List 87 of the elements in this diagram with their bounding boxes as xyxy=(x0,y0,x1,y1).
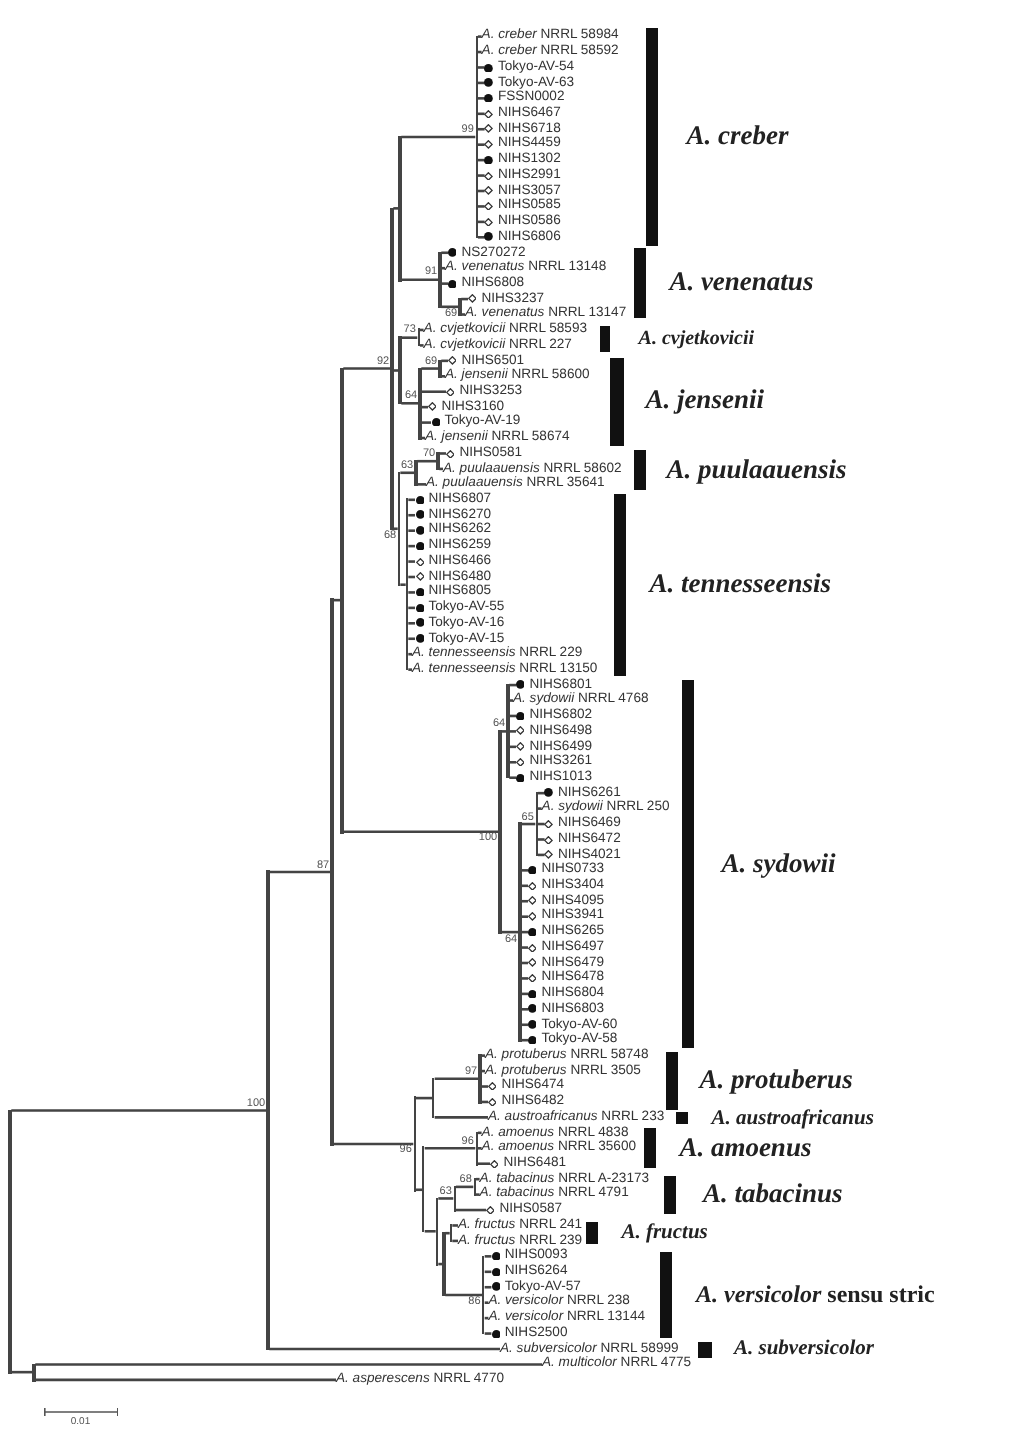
branch-line xyxy=(35,1378,336,1382)
branch-line xyxy=(509,730,516,733)
clade-name: A. puulaauensis xyxy=(666,455,847,485)
branch-line xyxy=(475,1193,480,1196)
clade-name: A. protuberus xyxy=(699,1066,853,1096)
branch-line xyxy=(401,402,419,405)
branch-line xyxy=(401,278,439,282)
branch-line xyxy=(477,143,485,146)
branch-line xyxy=(477,236,485,239)
branch-line xyxy=(11,1109,267,1112)
branch-line xyxy=(452,1224,458,1227)
branch-line xyxy=(421,421,431,424)
branch-line xyxy=(509,761,516,764)
clade-name: A. cvjetkovicii xyxy=(638,327,755,350)
branch-line xyxy=(343,830,499,834)
branch-line xyxy=(11,1370,33,1374)
clade-name: A. venenatus xyxy=(669,268,814,299)
branch-line xyxy=(408,652,412,656)
branch-line xyxy=(400,471,415,475)
branch-line xyxy=(521,899,528,903)
branch-line xyxy=(269,1347,500,1351)
branch-line xyxy=(477,205,485,208)
branch-line xyxy=(481,1085,488,1088)
branch-line xyxy=(441,282,448,285)
branch-line xyxy=(333,1142,414,1146)
branch-line xyxy=(408,668,412,671)
branch-line xyxy=(400,583,406,586)
branch-line xyxy=(408,591,415,594)
branch-line xyxy=(477,174,485,177)
branch-line xyxy=(477,97,485,100)
branch-line xyxy=(269,870,331,874)
branch-line xyxy=(521,1008,528,1011)
branch-line xyxy=(417,459,437,463)
branch-line xyxy=(419,344,424,347)
branch-line xyxy=(455,1208,486,1212)
branch-line xyxy=(408,529,415,532)
branch-line xyxy=(401,135,476,139)
branch-line xyxy=(521,946,528,949)
branch-line xyxy=(434,1116,488,1119)
branch-line xyxy=(438,1197,454,1200)
branch-line xyxy=(484,1255,492,1258)
branch-line xyxy=(401,336,418,339)
branch-line xyxy=(35,1363,542,1366)
clade-name: A. tennesseensis xyxy=(649,570,832,601)
branch-line xyxy=(521,915,528,918)
branch-line xyxy=(424,1147,476,1150)
branch-line xyxy=(393,527,398,531)
branch-line xyxy=(393,207,399,210)
branch-line xyxy=(537,807,542,810)
branch-line xyxy=(343,367,391,370)
branch-line xyxy=(484,1285,492,1289)
branch-line xyxy=(509,776,516,779)
clade-name: A. fructus xyxy=(621,1221,708,1245)
clade-name: A. austroafricanus xyxy=(711,1107,874,1131)
branch-line xyxy=(521,1038,528,1042)
branch-line xyxy=(477,127,485,131)
branch-line xyxy=(417,483,426,486)
branch-line xyxy=(477,1162,490,1165)
clade-name: A. tabacinus xyxy=(703,1180,843,1211)
branch-line xyxy=(421,367,439,370)
branch-line xyxy=(521,1023,528,1027)
branch-line xyxy=(408,513,415,517)
branch-line xyxy=(415,1188,423,1192)
branch-line xyxy=(537,838,545,841)
branch-line xyxy=(445,1231,450,1235)
clade-name: A. jensenii xyxy=(645,386,764,417)
branch-line xyxy=(484,1332,492,1335)
clade-name: A. creber xyxy=(686,122,789,153)
branch-line xyxy=(477,66,485,69)
branch-line xyxy=(408,560,415,563)
branch-line xyxy=(477,35,482,38)
branch-line xyxy=(439,452,446,455)
branch-line xyxy=(424,1229,436,1233)
branch-line xyxy=(441,251,448,255)
branch-line xyxy=(445,1293,483,1297)
clade-name: A. amoenus xyxy=(679,1133,812,1164)
branch-line xyxy=(521,977,528,980)
branch-line xyxy=(434,1077,479,1081)
clade-name: A. sydowii xyxy=(721,849,836,880)
branch-line xyxy=(481,1054,485,1057)
branch-line xyxy=(408,637,415,641)
branch-line xyxy=(521,869,528,872)
branch-line xyxy=(408,622,415,625)
branch-line xyxy=(477,1147,482,1150)
branch-line xyxy=(421,390,446,394)
clade-name: A. versicolor sensu stric xyxy=(696,1281,935,1308)
clade-name: A. subversicolor xyxy=(733,1338,874,1362)
